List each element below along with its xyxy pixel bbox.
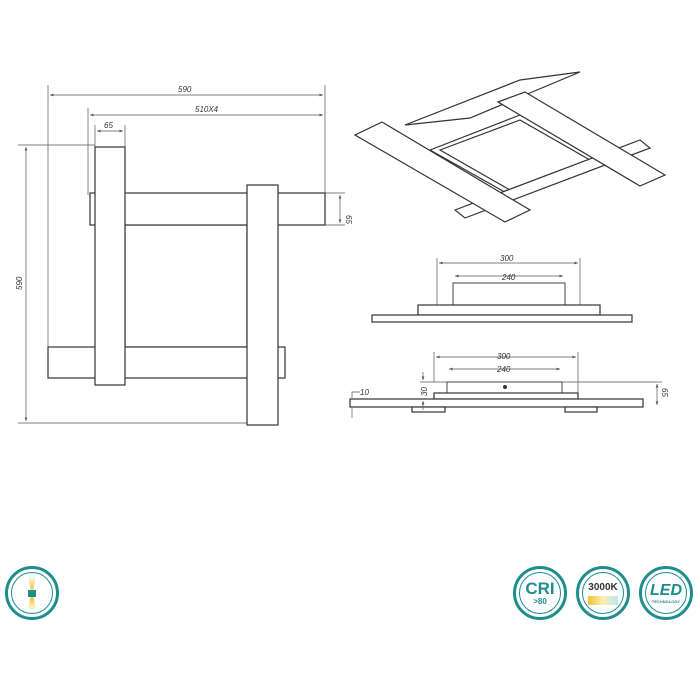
cri-value: >80 [533,597,547,606]
led-badge: LED TECHNOLOGY [639,566,693,620]
dim-inner: 240 [501,273,516,282]
cct-scale [588,595,618,605]
dim-outer-2: 300 [497,352,511,361]
top-view: 590 510X4 65 590 65 [15,85,353,426]
dim-height-total: 590 [15,276,24,290]
dim-bar-height: 65 [344,215,353,224]
dim-inner-2: 240 [496,365,511,374]
up-down-light-icon [5,566,59,620]
dim-total: 65 [660,388,669,397]
cri-badge: CRI >80 [513,566,567,620]
isometric-view [353,71,667,223]
side-view-2: 300 240 30 65 10 [349,352,669,418]
dim-bar-width: 65 [104,121,113,130]
cri-label: CRI [525,579,555,598]
dim-body: 30 [420,387,429,396]
led-sub-label: TECHNOLOGY [651,598,681,604]
dim-plate: 10 [360,388,369,397]
side-view-1: 300 240 [371,254,633,323]
led-label: LED [650,581,682,599]
dim-width-total: 590 [178,85,192,94]
color-temperature-badge: 3000K [576,566,630,620]
dim-outer: 300 [500,254,514,263]
dim-inner-spacing: 510X4 [195,105,219,114]
cct-label: 3000K [588,581,618,593]
